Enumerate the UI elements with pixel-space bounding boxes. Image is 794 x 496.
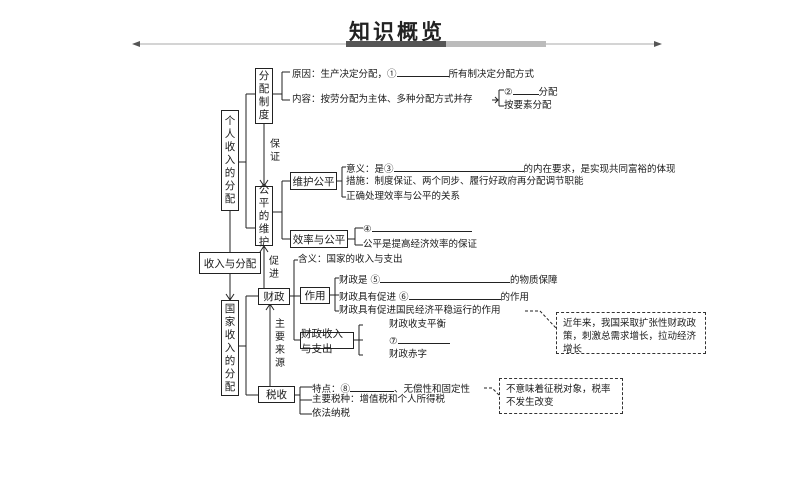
tax-note: 不意味着征税对象，税率不发生改变: [499, 378, 623, 414]
blank-7-text: ⑦: [389, 333, 450, 348]
root-node: 收入与分配: [199, 252, 261, 274]
tax-feature-text: 特点：⑧、无偿性和固定性: [312, 381, 470, 396]
title-bar-accent: [346, 41, 446, 47]
efficiency-fairness-node: 效率与公平: [290, 230, 348, 248]
handle-text: 正确处理效率与公平的关系: [346, 191, 461, 202]
finance-meaning-text: 含义：国家的收入与支出: [298, 254, 403, 265]
factor-text: 按要素分配: [504, 100, 552, 111]
role-3-text: 财政具有促进国民经济平稳运行的作用: [339, 305, 501, 316]
role-node: 作用: [300, 287, 330, 304]
tax-types-text: 主要税种：增值税和个人所得税: [312, 394, 446, 405]
tax-law-text: 依法纳税: [312, 408, 351, 419]
tax-node: 税收: [258, 386, 295, 403]
deficit-text: 财政赤字: [389, 349, 428, 360]
finance-node: 财政: [258, 288, 290, 305]
left-arrow-icon: [132, 41, 140, 47]
guarantee-label: 保证: [270, 139, 280, 163]
promote-label: 促进: [269, 256, 279, 280]
personal-income-node: 个人收入的分配: [221, 110, 239, 211]
balance-text: 财政收支平衡: [389, 319, 447, 330]
measure-text: 措施：制度保证、两个同步、履行好政府再分配调节职能: [346, 176, 584, 187]
income-expenditure-node: 财政收入与支出: [300, 328, 354, 355]
main-source-label: 主要来源: [275, 319, 285, 369]
distribution-system-node: 分配制度: [255, 68, 273, 124]
maintain-fairness-node: 维护公平: [290, 172, 337, 190]
national-income-node: 国家收入的分配: [221, 300, 239, 396]
blank-4-text: ④: [363, 221, 472, 236]
right-arrow-icon: [654, 41, 662, 47]
finance-policy-note: 近年来，我国采取扩张性财政政策，刺激总需求增长，拉动经济增长: [556, 312, 706, 355]
fairness-node: 公平的维护: [255, 184, 273, 248]
premise-text: 公平是提高经济效率的保证: [363, 239, 478, 250]
page-title: 知识概览: [349, 20, 445, 44]
title-divider: [132, 41, 662, 47]
content-text: 内容：按劳分配为主体、多种分配方式并存: [292, 94, 473, 105]
